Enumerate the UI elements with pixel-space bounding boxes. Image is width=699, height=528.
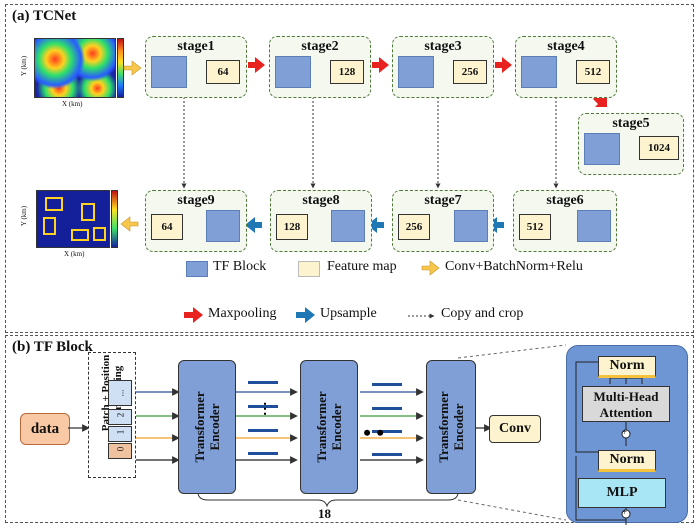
- embedding-token-more: ...: [108, 380, 132, 406]
- panel-b: [5, 335, 694, 523]
- legend-maxpool-arrow: [184, 307, 203, 323]
- maxpool-arrow-2: [372, 57, 389, 73]
- data-box: data: [20, 413, 70, 445]
- legend-maxpool-label: Maxpooling: [208, 306, 277, 321]
- norm-1: Norm: [598, 356, 656, 378]
- stage5-tf-block: [584, 133, 620, 165]
- stage1-feature-map: 64: [206, 60, 240, 84]
- stage4-feature-map: 512: [576, 60, 610, 84]
- stage2-feature-map: 128: [330, 60, 364, 84]
- transformer-encoder-2: Transformer Encoder: [300, 360, 358, 494]
- stage4-tf-block: [521, 56, 557, 88]
- upsample-arrow-4: [245, 217, 262, 233]
- stage5-feature-map: 1024: [639, 136, 679, 160]
- upsample-arrow-2: [487, 217, 504, 233]
- conv-arrow-output: [120, 216, 139, 232]
- legend-feature-swatch: [298, 261, 320, 277]
- legend-conv-arrow: [421, 260, 440, 276]
- maxpool-arrow-3: [495, 57, 512, 73]
- legend-upsample-label: Upsample: [320, 306, 377, 321]
- output-colorbar: [111, 190, 118, 248]
- stage3-feature-map: 256: [453, 60, 487, 84]
- stage8-tf-block: [331, 210, 365, 242]
- embedding-token-0: 0: [108, 443, 132, 459]
- legend-conv-label: Conv+BatchNorm+Relu: [445, 259, 583, 274]
- output-xlabel: X (km): [64, 250, 85, 258]
- maxpool-arrow-1: [248, 57, 265, 73]
- stage9-feature-map: 64: [151, 214, 183, 240]
- transformer-encoder-3: Transformer Encoder: [426, 360, 476, 494]
- svg-text:⋮: ⋮: [258, 402, 272, 417]
- residual-add-1: +: [622, 427, 628, 437]
- stage6-feature-map: 512: [519, 214, 551, 240]
- embedding-token-2: 2: [108, 409, 132, 425]
- legend-tf-swatch: [186, 261, 208, 277]
- panel-a-title: (a) TCNet: [12, 8, 77, 24]
- repeat-count: 18: [318, 506, 331, 521]
- residual-add-2: +: [622, 507, 628, 517]
- legend-copy-label: Copy and crop: [441, 306, 524, 321]
- stage1-tf-block: [151, 56, 187, 88]
- legend-feature-label: Feature map: [327, 259, 397, 274]
- multi-head-attention: Multi-Head Attention: [582, 386, 670, 422]
- repeat-brace: [197, 491, 459, 508]
- norm-2: Norm: [598, 450, 656, 472]
- panel-b-title: (b) TF Block: [12, 339, 93, 355]
- legend-upsample-arrow: [296, 307, 315, 323]
- input-heatmap: [34, 38, 116, 98]
- conv-arrow-input: [123, 60, 142, 76]
- stage7-tf-block: [454, 210, 488, 242]
- stage6-tf-block: [577, 210, 611, 242]
- stage7-feature-map: 256: [398, 214, 430, 240]
- panel-a: [5, 4, 694, 333]
- input-colorbar: [117, 38, 124, 98]
- embedding-token-1: 1: [108, 426, 132, 442]
- stage9-tf-block: [206, 210, 240, 242]
- transformer-encoder-1: Transformer Encoder: [178, 360, 236, 494]
- upsample-arrow-3: [367, 217, 384, 233]
- stage8-feature-map: 128: [276, 214, 308, 240]
- mlp-box: MLP: [578, 478, 666, 508]
- stage2-tf-block: [275, 56, 311, 88]
- conv-box: Conv: [489, 415, 541, 443]
- legend-tf-label: TF Block: [213, 259, 267, 274]
- output-map: [36, 190, 110, 248]
- stage3-tf-block: [398, 56, 434, 88]
- input-xlabel: X (km): [62, 100, 83, 108]
